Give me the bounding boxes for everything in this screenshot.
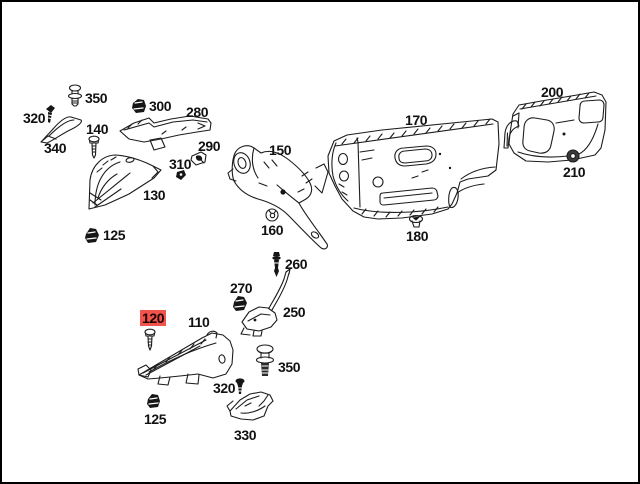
screw-icon-320-bottom [235, 378, 245, 394]
part-label-180[interactable]: 180 [406, 228, 429, 244]
part-200-panel-drawing [508, 91, 607, 163]
part-330-channel-drawing [226, 391, 274, 421]
cage-nut-icon-125-bottom [147, 394, 160, 408]
expanding-rivet-icon-350-bottom [255, 344, 275, 376]
part-label-250[interactable]: 250 [283, 304, 306, 320]
rivet-icon-260 [272, 252, 281, 277]
part-label-350-bottom[interactable]: 350 [278, 359, 301, 375]
bolt-icon-120 [144, 328, 156, 351]
part-340-bracket-drawing [40, 116, 82, 144]
part-label-290[interactable]: 290 [198, 138, 221, 154]
part-label-320-bottom[interactable]: 320 [213, 380, 236, 396]
part-label-270[interactable]: 270 [230, 280, 253, 296]
part-label-340[interactable]: 340 [44, 140, 67, 156]
part-250-bracket-drawing [240, 268, 291, 337]
part-label-260[interactable]: 260 [285, 256, 308, 272]
nut-icon-180 [408, 214, 424, 228]
part-label-170[interactable]: 170 [405, 112, 428, 128]
part-label-110[interactable]: 110 [188, 314, 210, 330]
part-label-310[interactable]: 310 [169, 156, 192, 172]
bolt-icon-140 [88, 135, 100, 159]
part-label-280[interactable]: 280 [186, 104, 209, 120]
part-label-320-top[interactable]: 320 [23, 110, 46, 126]
cage-nut-icon-270 [233, 296, 247, 311]
grommet-icon-210 [566, 149, 580, 163]
clip-icon-290 [190, 151, 207, 166]
part-label-140[interactable]: 140 [86, 121, 109, 137]
part-label-200[interactable]: 200 [541, 84, 564, 100]
part-110-panel-drawing [137, 330, 234, 386]
part-280-rail-drawing [119, 115, 212, 151]
part-label-350-top[interactable]: 350 [85, 90, 108, 106]
cage-nut-icon-125-top [85, 228, 99, 243]
part-label-150[interactable]: 150 [269, 142, 292, 158]
part-200-mount-bracket-drawing [503, 120, 520, 149]
part-label-210[interactable]: 210 [563, 164, 586, 180]
part-label-130[interactable]: 130 [143, 187, 166, 203]
part-150-shield-drawing [227, 145, 329, 250]
grommet-icon-160 [265, 208, 279, 222]
part-130-panel-drawing [88, 154, 162, 210]
part-label-120-highlighted[interactable]: 120 [140, 310, 167, 326]
push-rivet-icon-350-top [67, 84, 83, 107]
clip-icon-310 [176, 170, 186, 180]
part-label-160[interactable]: 160 [261, 222, 284, 238]
part-label-300[interactable]: 300 [149, 98, 172, 114]
part-170-panel-drawing [327, 118, 500, 220]
screw-icon-320-top [46, 105, 55, 123]
cage-nut-icon-300 [132, 99, 146, 113]
part-label-330[interactable]: 330 [234, 427, 257, 443]
part-label-125-bottom[interactable]: 125 [144, 411, 167, 427]
part-label-125-top[interactable]: 125 [103, 227, 126, 243]
